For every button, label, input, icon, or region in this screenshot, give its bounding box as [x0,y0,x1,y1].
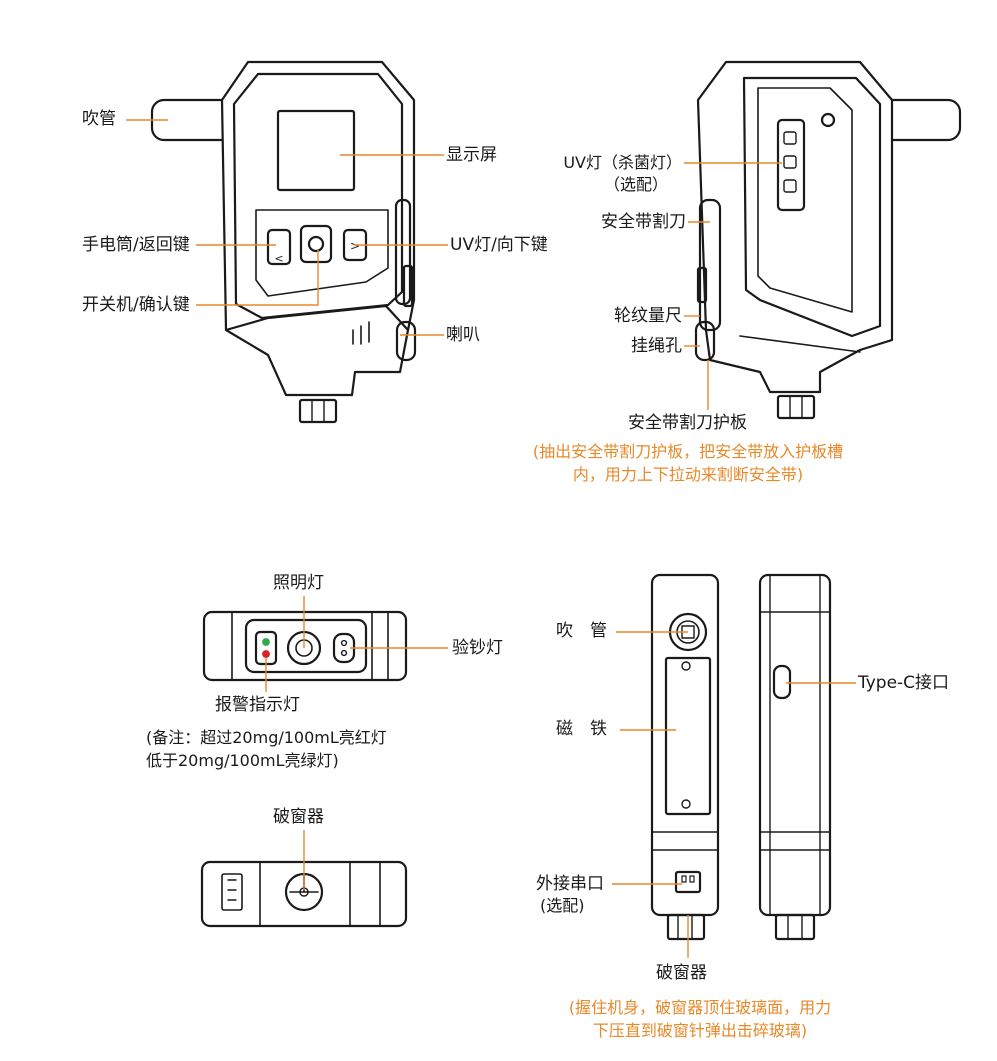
svg-text:<: < [274,252,283,265]
side-view-left [650,573,720,941]
top-view [202,610,408,682]
label-magnet: 磁 铁 [556,719,607,739]
note-alarm-line1: (备注：超过20mg/100mL亮红灯 [146,728,387,747]
label-uv-down-key: UV灯/向下键 [450,235,548,255]
svg-text:>: > [350,239,360,253]
label-display-screen: 显示屏 [446,145,497,165]
note-alarm-line2: 低于20mg/100mL亮绿灯) [146,751,339,770]
note-breaker-line2: 下压直到破窗针弹出击碎玻璃) [592,1021,808,1040]
label-front-mouthpiece: 吹管 [82,109,116,129]
back-view [694,60,962,420]
back-body-outline [696,60,894,394]
label-cutter-guard: 安全带割刀护板 [628,413,747,433]
belt-cutter-slot [698,198,722,332]
label-serial-port-optional: (选配) [540,896,585,915]
side-view-right [758,573,832,941]
label-speaker: 喇叭 [446,325,480,345]
leader-lines [126,119,856,958]
note-cutter-line2: 内，用力上下拉动来割断安全带) [572,465,804,484]
back-lanyard-hole [694,320,716,362]
label-type-c: Type-C接口 [858,673,950,693]
power-confirm-button [299,224,333,264]
bottom-view [200,860,408,928]
label-uv-light: UV灯（杀菌灯） [563,153,682,172]
label-side-mouthpiece: 吹 管 [556,621,607,641]
front-view: < > [150,60,417,424]
top-body-outline [202,610,408,682]
label-lighting-lamp: 照明灯 [273,573,324,593]
uv-light-panel [776,118,806,212]
label-side-window-breaker: 破窗器 [656,963,707,983]
type-c-port [772,664,792,700]
label-ruler: 轮纹量尺 [614,306,682,326]
label-flashlight-back-key: 手电筒/返回键 [82,235,190,255]
note-cutter-line1: (抽出安全带割刀护板，把安全带放入护板槽 [532,442,844,461]
note-breaker-line1: (握住机身，破窗器顶住玻璃面，用力 [568,998,832,1017]
flashlight-back-button [266,228,292,266]
front-display-screen [276,109,356,192]
label-bottom-window-breaker: 破窗器 [273,807,324,827]
label-alarm-indicator: 报警指示灯 [215,695,300,715]
label-serial-port: 外接串口 [536,874,604,894]
serial-port-plug [674,870,702,894]
label-uv-light-optional: （选配） [603,175,668,194]
front-lanyard-hole [395,320,417,362]
label-lanyard-hole: 挂绳孔 [631,336,682,356]
label-counterfeit-lamp: 验钞灯 [452,638,503,658]
magnet-panel [664,656,712,816]
label-power-confirm-key: 开关机/确认键 [82,295,190,315]
label-belt-cutter: 安全带割刀 [601,212,686,232]
